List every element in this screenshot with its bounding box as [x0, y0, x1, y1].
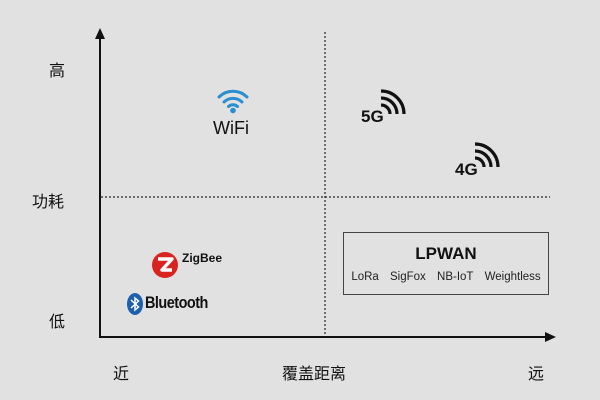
bluetooth-label: Bluetooth: [145, 293, 208, 312]
y-label-low: 低: [49, 312, 66, 331]
lpwan-item-lora: LoRa: [351, 271, 379, 283]
x-label-near: 近: [113, 364, 130, 383]
y-axis-arrow: [95, 28, 105, 39]
x-label-far: 远: [528, 364, 545, 383]
y-axis-title: 功耗: [32, 192, 65, 211]
5g-signal-icon: [380, 89, 406, 115]
5g-label: 5G: [361, 107, 384, 126]
lpwan-item-sigfox: SigFox: [390, 271, 426, 283]
x-axis-title: 覆盖距离: [282, 364, 347, 383]
zigbee-icon: [152, 252, 178, 278]
wifi-icon: [217, 89, 249, 114]
y-label-high: 高: [49, 61, 66, 80]
lpwan-list: LoRa SigFox NB-IoT Weightless: [344, 271, 548, 283]
zigbee-label: ZigBee: [182, 251, 223, 265]
lpwan-box: LPWAN LoRa SigFox NB-IoT Weightless: [343, 232, 549, 295]
lpwan-item-nbiot: NB-IoT: [437, 271, 474, 283]
x-axis-arrow: [545, 332, 556, 342]
lpwan-title: LPWAN: [415, 244, 477, 263]
wifi-label: WiFi: [213, 118, 249, 138]
4g-signal-icon: [474, 142, 500, 168]
lpwan-item-weightless: Weightless: [484, 271, 541, 283]
bluetooth-icon: [127, 293, 143, 315]
4g-label: 4G: [455, 160, 478, 179]
